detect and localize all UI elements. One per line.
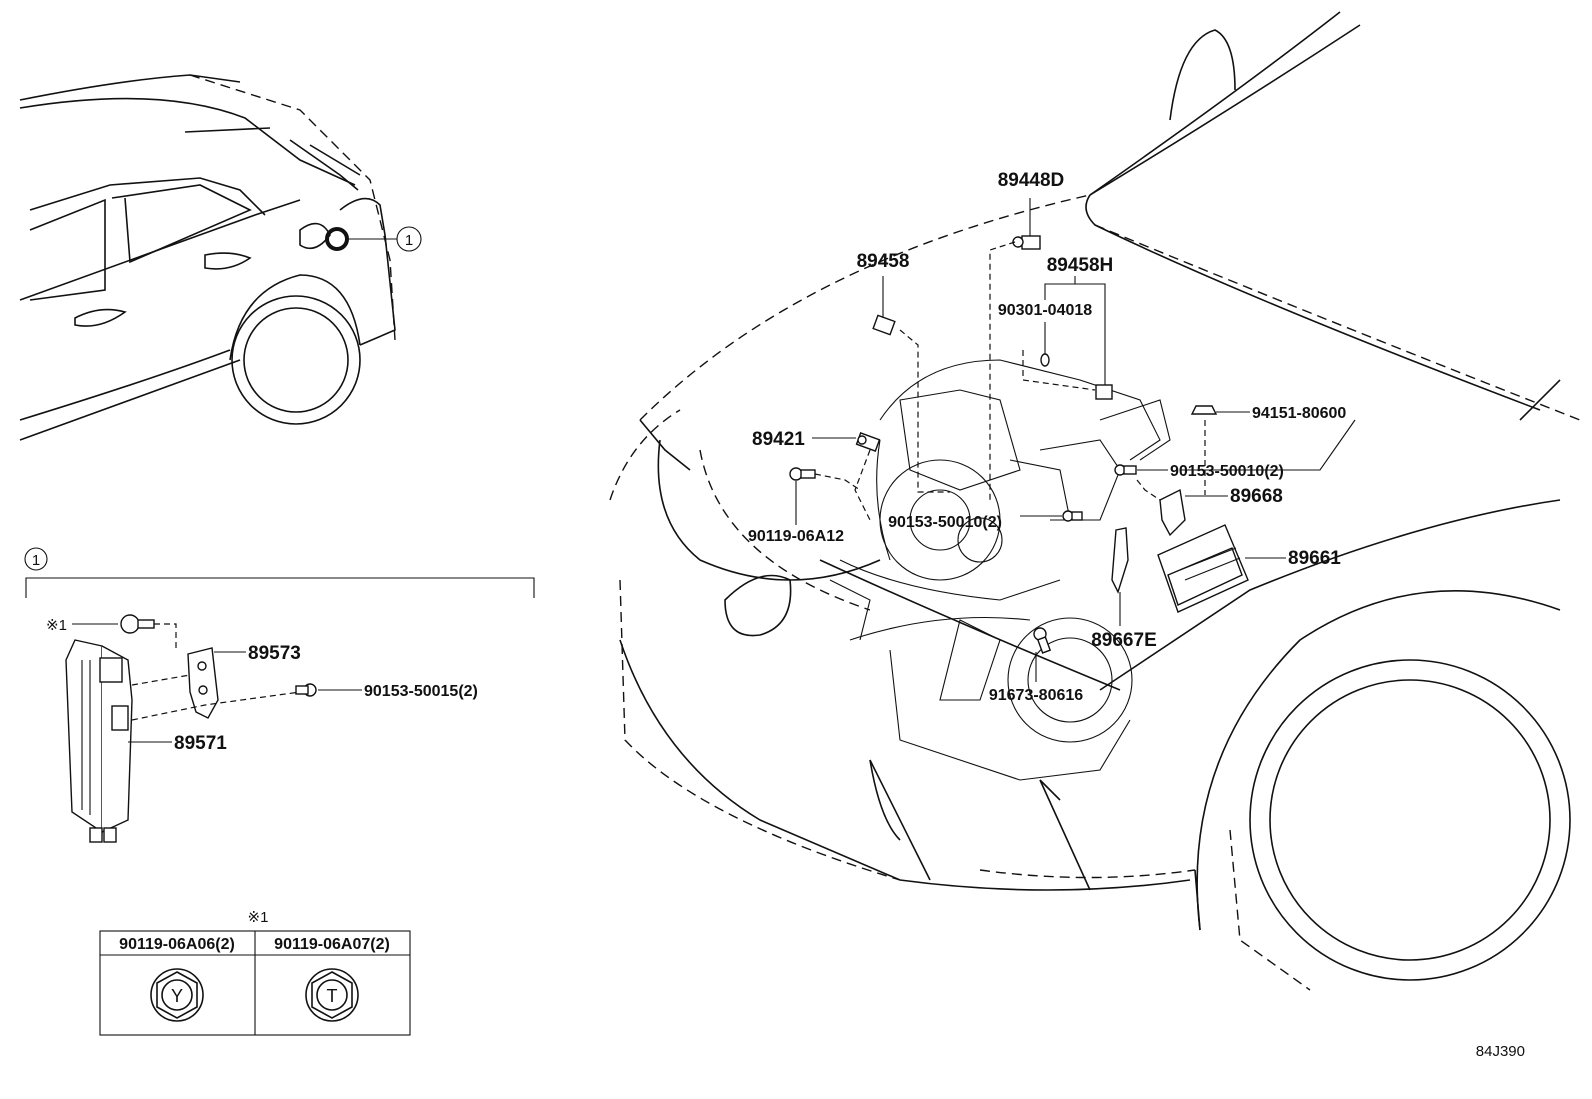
part-89668-bracket <box>1159 488 1186 537</box>
part-90153-bolt-right <box>1114 464 1137 476</box>
label-90301-04018: 90301-04018 <box>998 302 1092 319</box>
front-vehicle-illustration <box>609 11 1581 991</box>
label-89458: 89458 <box>857 251 910 272</box>
part-89667E-bracket <box>1111 527 1129 594</box>
part-89448D-sensor <box>989 198 1041 500</box>
label-94151-80600: 94151-80600 <box>1252 405 1346 422</box>
table-header-90119-06A07: 90119-06A07(2) <box>274 936 390 953</box>
part-89458H-sensor <box>1095 384 1113 400</box>
label-89448D: 89448D <box>998 170 1065 191</box>
part-90119-06A12-bolt <box>789 467 816 481</box>
bolt-table: ※1 90119-06A06(2) 90119-06A07(2) Y T <box>99 909 411 1036</box>
callout-number-detail: 1 <box>32 552 40 569</box>
bolt-head-y-icon <box>150 968 204 1022</box>
table-header-90119-06A06: 90119-06A06(2) <box>119 936 235 953</box>
label-89667E: 89667E <box>1091 630 1157 651</box>
part-94151-nut <box>1190 405 1218 415</box>
part-89571-ecu <box>65 639 133 843</box>
label-91673-80616: 91673-80616 <box>989 687 1083 704</box>
bolt-symbol-t: T <box>327 986 338 1006</box>
label-89661: 89661 <box>1288 548 1341 569</box>
label-90153-50010-right: 90153-50010(2) <box>1170 463 1284 480</box>
label-89421: 89421 <box>752 429 805 450</box>
label-90119-06A12: 90119-06A12 <box>748 528 844 545</box>
bolt-head-t-icon <box>305 968 359 1022</box>
engine-parts: 89448D 89458 89458H 90301-04018 94151-80… <box>748 170 1356 704</box>
label-90153-50015: 90153-50015(2) <box>364 683 478 700</box>
note-mark-table: ※1 <box>248 909 269 926</box>
part-89661-ecu <box>1157 524 1249 613</box>
part-90153-bolt-center <box>1062 510 1083 522</box>
callout-number-top: 1 <box>405 232 413 249</box>
label-90153-50010-center: 90153-50010(2) <box>888 514 1002 531</box>
part-91673-bolt <box>1033 627 1052 654</box>
label-89573: 89573 <box>248 643 301 664</box>
label-89458H: 89458H <box>1047 255 1114 276</box>
part-89458-sensor <box>872 276 950 493</box>
bolt-symbol-y: Y <box>171 986 183 1006</box>
part-89421-sensor <box>855 432 881 452</box>
label-89571: 89571 <box>174 733 227 754</box>
part-90153-50015-bolt <box>295 683 317 697</box>
label-89668: 89668 <box>1230 486 1283 507</box>
location-marker-icon <box>325 227 349 251</box>
note-mark-detail: ※1 <box>46 617 67 634</box>
diagram-id: 84J390 <box>1476 1043 1525 1060</box>
rear-vehicle-illustration: 1 <box>19 74 422 441</box>
part-90301-o-ring <box>1040 353 1050 367</box>
detail-section: 1 ※1 89571 89573 <box>24 547 535 843</box>
part-89573-bracket <box>187 647 219 719</box>
part-90119-bolt-detail <box>120 614 155 634</box>
